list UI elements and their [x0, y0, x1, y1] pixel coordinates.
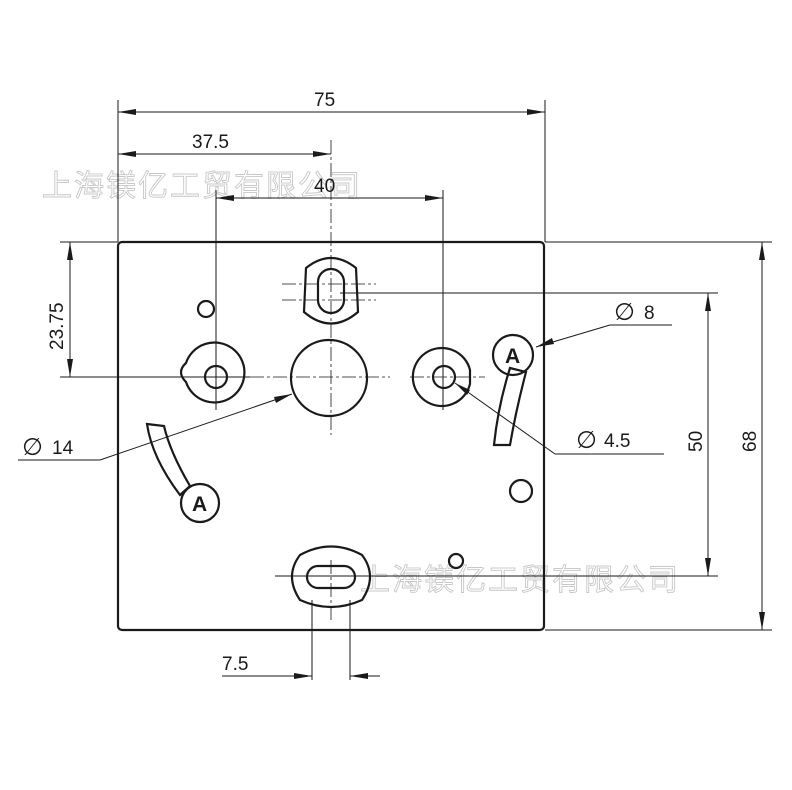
- left-keyed-hole: [179, 341, 246, 404]
- dimension-75: 75: [117, 90, 546, 242]
- callout-d14: ∅ 14: [18, 393, 293, 461]
- d8-label: 8: [644, 303, 655, 324]
- callout-d45: ∅ 4.5: [454, 382, 664, 455]
- bottom-slot: [290, 545, 372, 609]
- dimension-40: 40: [215, 176, 444, 410]
- dimension-50: 50: [275, 292, 718, 577]
- d45-symbol: ∅: [576, 426, 597, 454]
- d45-label: 4.5: [604, 431, 630, 452]
- left-arc-cutout: A: [145, 422, 221, 524]
- dimension-7-5-label: 7.5: [222, 654, 248, 675]
- marker-a-right: [491, 333, 535, 377]
- d14-symbol: ∅: [22, 433, 43, 461]
- small-hole-top-left: [196, 299, 216, 319]
- watermark-bottom: 上海镁亿工贸有限公司: [360, 563, 680, 598]
- dimension-23-75: 23.75: [47, 241, 250, 378]
- small-hole-right: [508, 478, 534, 504]
- small-hole-bottom: [447, 552, 465, 570]
- dimension-68-label: 68: [740, 431, 761, 452]
- dimension-75-label: 75: [314, 90, 335, 111]
- d8-symbol: ∅: [614, 298, 635, 326]
- callout-d8: ∅ 8: [535, 298, 672, 348]
- marker-a-right-label: A: [505, 345, 520, 368]
- dimension-50-label: 50: [686, 431, 707, 452]
- marker-a-left: [179, 482, 221, 524]
- top-slot: [302, 256, 360, 325]
- marker-a-left-label: A: [192, 493, 207, 516]
- dimension-68: 68: [545, 241, 772, 631]
- center-hole-d14: [289, 338, 369, 418]
- dimension-37-5: 37.5: [118, 132, 331, 157]
- dimension-40-label: 40: [314, 176, 335, 197]
- dimension-7-5: 7.5: [222, 600, 380, 680]
- dimension-23-75-label: 23.75: [47, 302, 68, 350]
- right-keyed-hole: [411, 346, 472, 408]
- d14-label: 14: [52, 438, 74, 459]
- right-arc-cutout: A: [491, 333, 535, 447]
- dimension-37-5-label: 37.5: [192, 132, 229, 153]
